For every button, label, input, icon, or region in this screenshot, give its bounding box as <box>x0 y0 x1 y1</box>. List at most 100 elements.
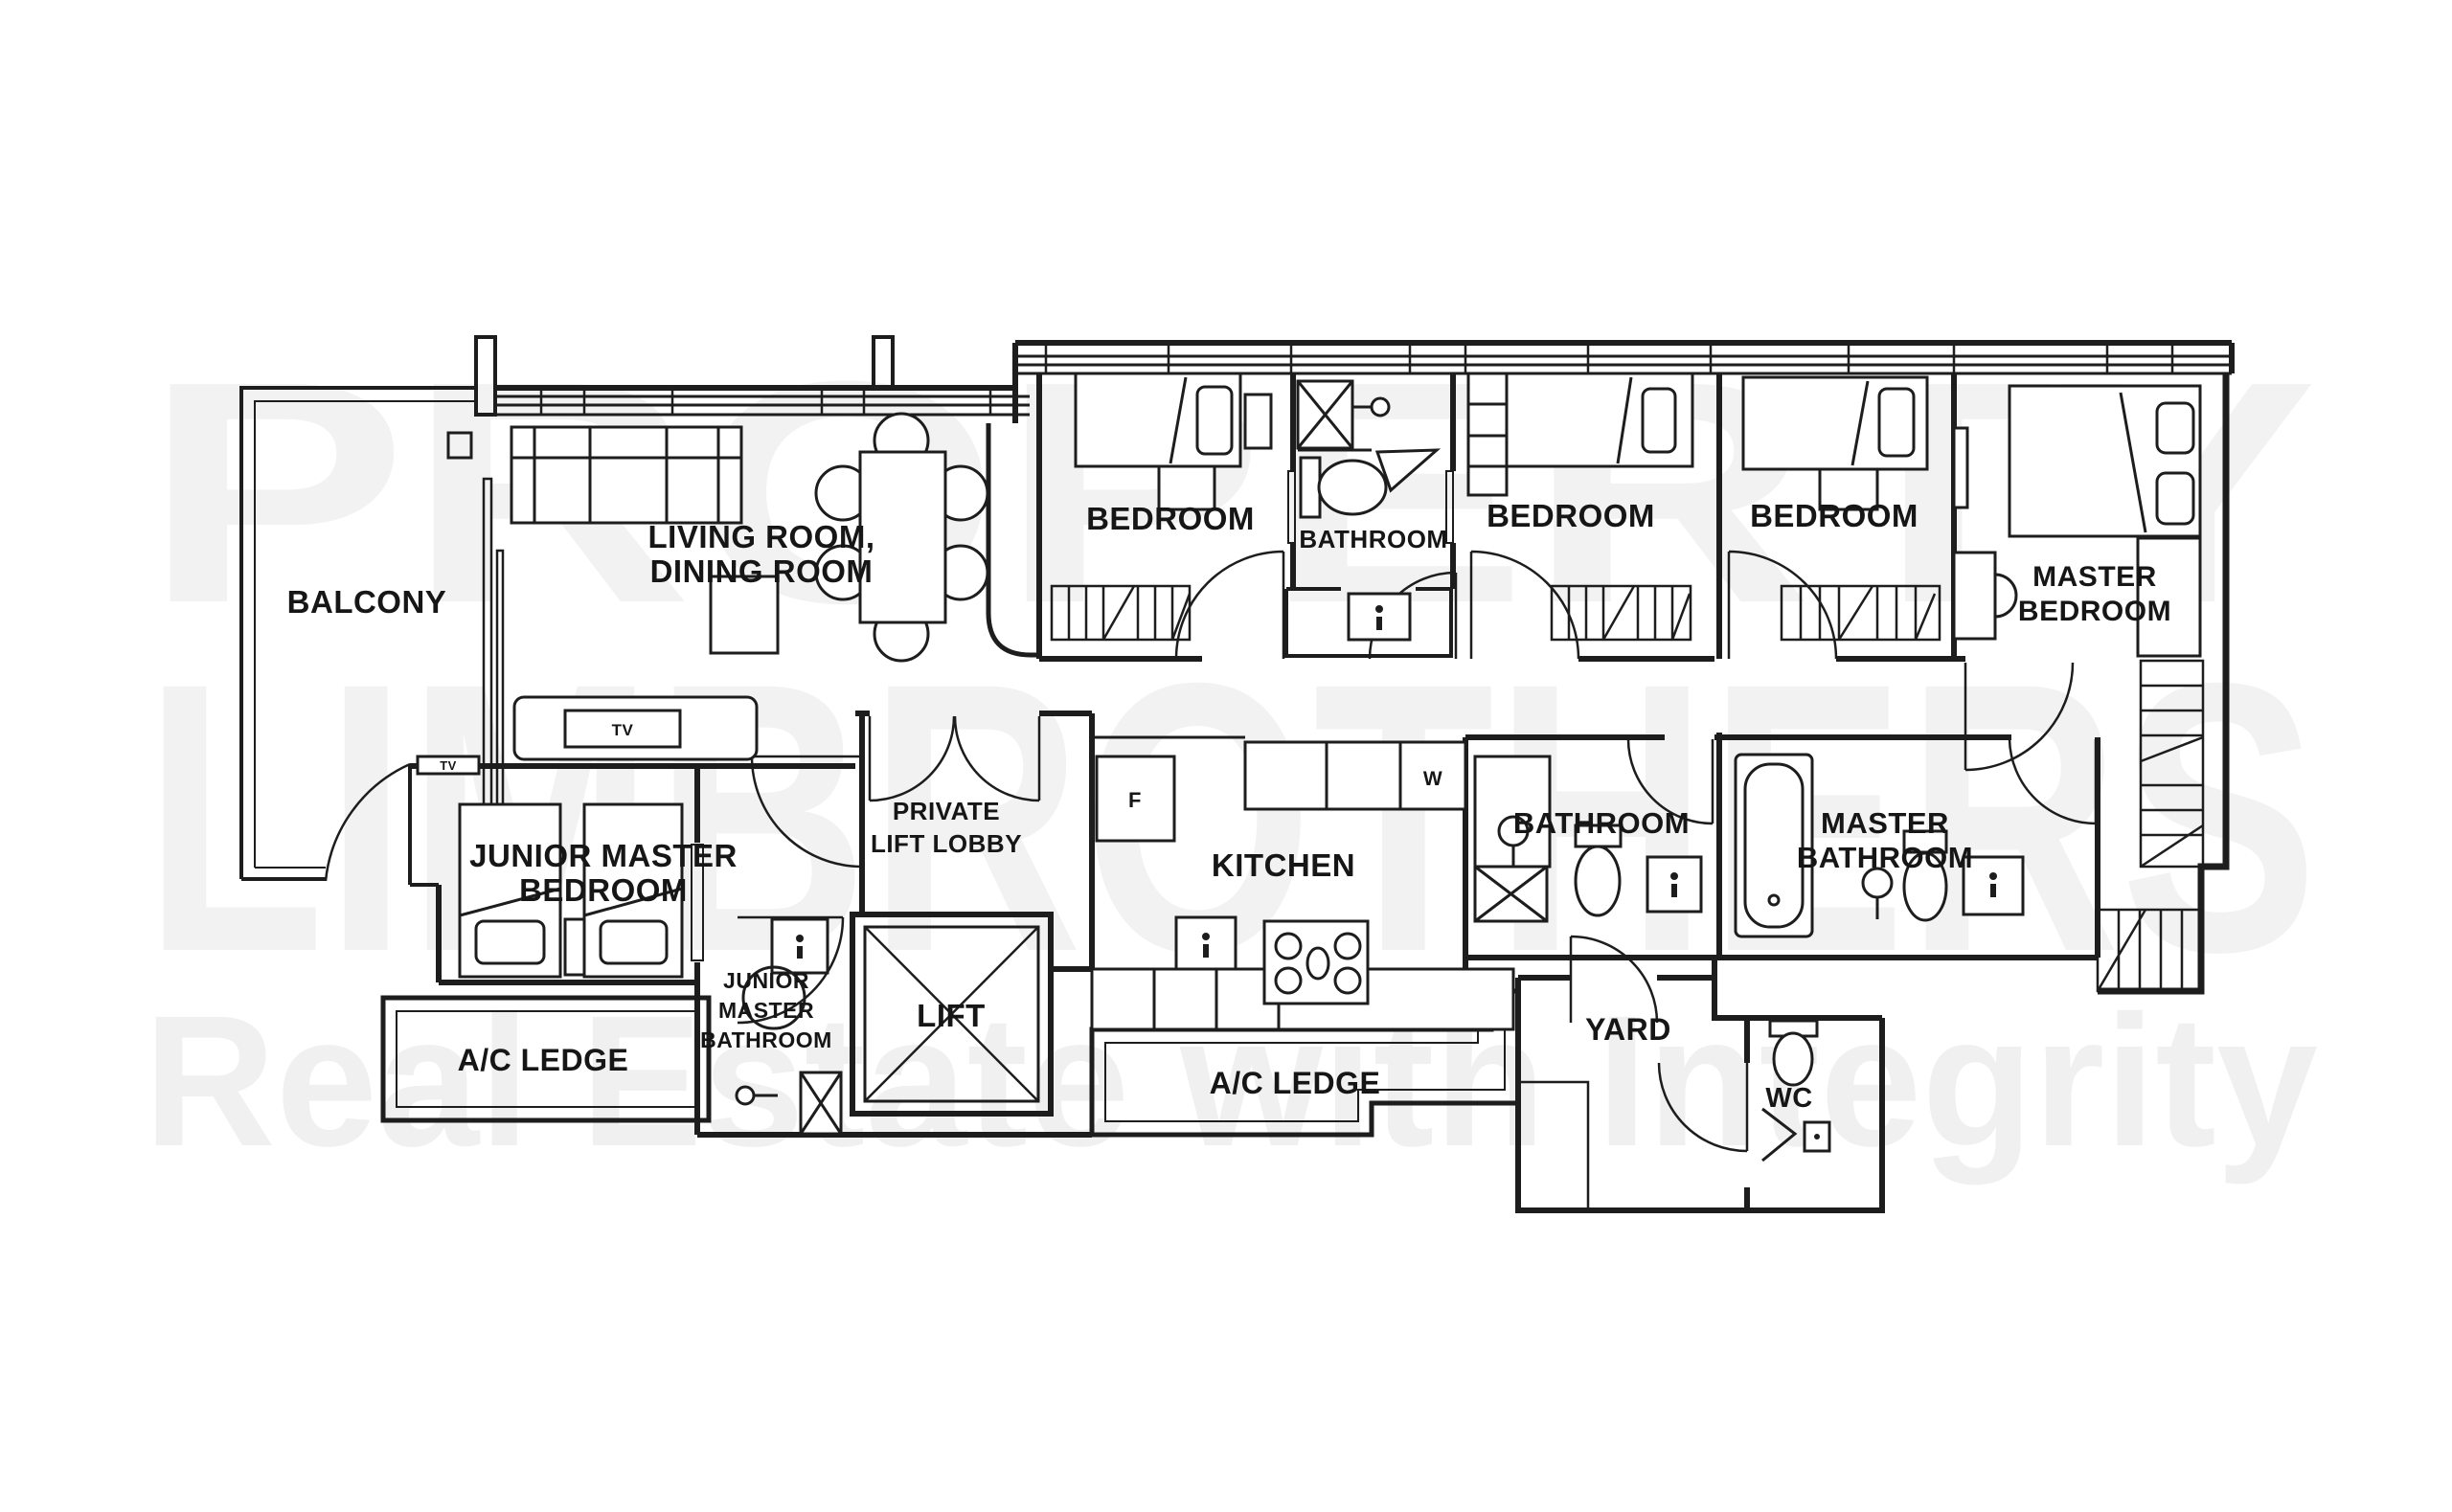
tv-console-inner <box>563 709 682 749</box>
pocket-door-track <box>1287 470 1296 544</box>
blanket-fold <box>459 887 561 917</box>
common-bathroom-fixtures <box>1473 755 1703 923</box>
bedroom3-furniture <box>1741 375 1929 511</box>
door-arc-yard <box>1569 935 1659 1024</box>
pedestal-basin <box>1497 815 1530 867</box>
label-private-lift-lobby-1: PRIVATE <box>893 797 1000 825</box>
label-master-bathroom-2: BATHROOM <box>1797 841 1973 874</box>
kitchen-sink <box>1174 915 1237 971</box>
label-kitchen: KITCHEN <box>1212 847 1355 883</box>
wardrobe-bedroom1 <box>1050 584 1192 642</box>
shower <box>735 1071 843 1136</box>
door-arc-junior-bedroom <box>750 755 863 869</box>
label-fridge: F <box>1128 788 1142 812</box>
pocket-door-track <box>691 844 704 961</box>
tv-wall-bracket <box>416 755 481 776</box>
blanket-fold <box>1169 376 1188 464</box>
dressing-table <box>1952 551 1997 641</box>
lift-shaft <box>850 912 1054 1117</box>
nightstand <box>563 917 586 977</box>
bedroom2-furniture <box>1466 372 1694 497</box>
pocket-door-track <box>1445 470 1454 544</box>
toilet <box>1768 1019 1819 1087</box>
label-lift: LIFT <box>917 998 986 1033</box>
shower <box>1296 379 1391 450</box>
shower-screen <box>1761 1107 1798 1162</box>
label-ac-ledge-center: A/C LEDGE <box>1210 1066 1381 1100</box>
bedside-table <box>1243 393 1273 450</box>
wall-pillar-mid <box>872 335 895 390</box>
bathtub <box>1734 753 1814 938</box>
blanket-fold <box>1850 380 1870 466</box>
living-room-furniture <box>510 412 989 663</box>
bathroom-top-fixtures <box>1296 379 1442 642</box>
label-bedroom3: BEDROOM <box>1750 498 1918 533</box>
kitchen-fixtures <box>1090 740 1515 1031</box>
sink <box>1962 855 2025 916</box>
kitchen-top-counter <box>1243 740 1467 811</box>
toilet <box>1299 456 1388 519</box>
desk <box>1818 467 1879 511</box>
blanket-fold <box>2119 392 2147 533</box>
label-master-bedroom-2: BEDROOM <box>2018 596 2171 627</box>
toilet <box>1902 829 1948 922</box>
doors <box>324 550 2098 1153</box>
pillow <box>599 919 669 965</box>
desk <box>1157 464 1216 511</box>
label-bedroom1: BEDROOM <box>1086 501 1255 536</box>
label-private-lift-lobby-2: LIFT LOBBY <box>871 829 1022 858</box>
toilet <box>1574 824 1623 917</box>
ledge-hatch-master <box>2096 908 2203 993</box>
door-arc-master-bedroom <box>1964 662 2075 772</box>
label-junior-master-bathroom-1: JUNIOR <box>723 968 809 993</box>
pillow <box>474 919 546 965</box>
room-labels: BALCONY LIVING ROOM, DINING ROOM BEDROOM… <box>287 498 2171 1114</box>
label-junior-master-bedroom-2: BEDROOM <box>519 872 688 908</box>
door-arc-wc <box>1657 1062 1749 1153</box>
hob <box>1262 919 1370 1005</box>
label-balcony: BALCONY <box>287 584 447 620</box>
pillow <box>2155 471 2195 526</box>
label-living-dining-1: LIVING ROOM, <box>648 519 875 554</box>
door-arc-bedroom3 <box>1727 550 1838 660</box>
label-junior-master-bathroom-3: BATHROOM <box>700 1027 832 1052</box>
door-arc-entrance-right <box>953 715 1041 802</box>
dining-table <box>858 450 947 624</box>
door-arc-entrance-left <box>868 715 956 802</box>
door-arc-bathroom <box>1626 738 1714 825</box>
exterior-walls <box>239 335 2235 1213</box>
blanket-fold <box>1616 376 1633 464</box>
wall-pillar-left <box>474 335 497 417</box>
vanity <box>770 917 829 975</box>
junior-bathroom-fixtures <box>735 917 843 1136</box>
pillow <box>1641 387 1677 454</box>
pillow <box>1195 385 1234 456</box>
wardrobes <box>1050 584 2205 993</box>
sink <box>1646 855 1703 914</box>
label-master-bedroom-1: MASTER <box>2032 561 2157 593</box>
label-tv-console: TV <box>612 721 634 739</box>
master-bathroom-fixtures <box>1734 753 2025 938</box>
bedroom1-furniture <box>1074 372 1273 511</box>
door-arc-junior-bathroom <box>737 915 845 1025</box>
shower-tray <box>1803 1120 1831 1153</box>
label-bedroom2: BEDROOM <box>1487 498 1655 533</box>
wardrobe-bedroom2 <box>1550 584 1692 642</box>
door-arc-balcony <box>324 762 411 882</box>
shower-screen <box>1374 448 1442 493</box>
wc-fixtures <box>1761 1019 1831 1162</box>
junior-bedroom-furniture <box>416 695 759 979</box>
label-junior-master-bathroom-2: MASTER <box>718 998 814 1023</box>
label-bathroom-top: BATHROOM <box>1299 525 1447 553</box>
chair <box>1994 573 2018 619</box>
sofa <box>510 425 743 525</box>
fridge <box>1095 755 1176 843</box>
coffee-table <box>709 575 780 655</box>
label-yard: YARD <box>1585 1012 1671 1047</box>
label-master-bathroom-1: MASTER <box>1821 806 1949 840</box>
label-washer: W <box>1423 768 1442 790</box>
label-junior-master-bedroom-1: JUNIOR MASTER <box>469 838 738 873</box>
